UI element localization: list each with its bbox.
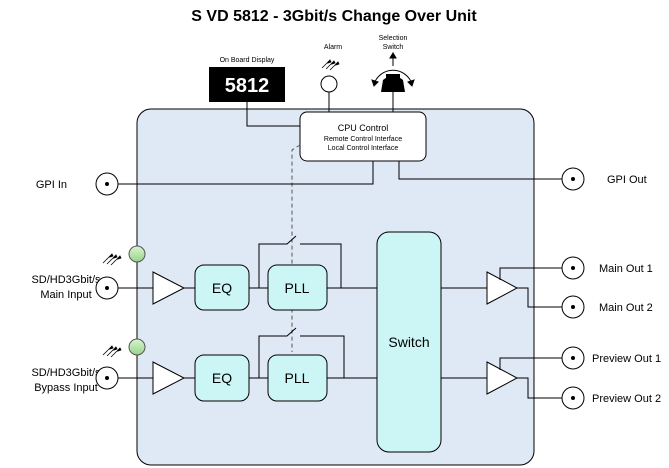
alarm: Alarm — [320, 44, 342, 112]
preview-output-path: Preview Out 1 Preview Out 2 — [441, 346, 661, 410]
preview-out-2-label: Preview Out 2 — [592, 393, 661, 405]
gpi-in-connector-dot — [105, 182, 109, 186]
cpu-control-title: CPU Control — [338, 123, 389, 133]
main-out-1-connector-dot — [571, 266, 575, 270]
cpu-control-box — [299, 111, 427, 162]
cpu-control-line-2: Local Control Interface — [328, 145, 399, 152]
main-input-connector-dot — [105, 286, 109, 290]
gpi-out-label: GPI Out — [607, 174, 647, 186]
switch-label: Switch — [388, 334, 429, 350]
bypass-input-label-2: Bypass Input — [34, 382, 98, 394]
bypass-pll-bypass-right — [300, 335, 345, 378]
main-out-1-line — [499, 267, 562, 280]
main-out-2-label: Main Out 2 — [599, 302, 653, 314]
cpu-control: CPU Control Remote Control Interface Loc… — [299, 111, 427, 162]
bypass-pll-label: PLL — [285, 370, 310, 386]
bypass-pll-bypass — [258, 327, 297, 378]
selection-switch-label-2: Switch — [383, 44, 404, 51]
preview-out-1-connector-dot — [571, 356, 575, 360]
main-pll-label: PLL — [285, 280, 310, 296]
main-out-1-label: Main Out 1 — [599, 263, 653, 275]
preview-output-amp-icon — [486, 361, 519, 395]
gpi-in-line — [118, 161, 374, 185]
diagram-title: S VD 5812 - 3Gbit/s Change Over Unit — [191, 8, 477, 25]
onboard-display-caption: On Board Display — [220, 57, 275, 64]
switch-arrows-icon — [371, 52, 415, 87]
main-input-amp-icon — [152, 271, 186, 305]
alarm-label: Alarm — [324, 44, 342, 51]
alarm-rays-icon — [321, 59, 340, 71]
bypass-input-label-1: SD/HD3Gbit/s — [31, 367, 101, 379]
gpi-out: GPI Out — [398, 161, 647, 191]
bypass-input-amp-icon — [152, 361, 186, 395]
main-input-led-icon — [128, 245, 146, 263]
bypass-input-led-icon — [128, 338, 146, 356]
main-input-label-1: SD/HD3Gbit/s — [31, 274, 101, 286]
gpi-in-label: GPI In — [36, 179, 67, 191]
main-output-amp-icon — [486, 271, 519, 305]
bypass-input-connector-dot — [105, 376, 109, 380]
onboard-display-value: 5812 — [225, 75, 270, 97]
preview-out-2-connector-dot — [571, 396, 575, 400]
bypass-input-path: SD/HD3Gbit/s Bypass Input EQ PLL — [31, 327, 377, 402]
cpu-control-dashed-line — [291, 144, 301, 352]
bypass-eq-label: EQ — [212, 370, 232, 386]
cpu-control-line-1: Remote Control Interface — [324, 136, 402, 143]
main-out-2-line — [517, 287, 562, 308]
selection-switch-label-1: Selection — [379, 35, 408, 42]
main-output-path: Main Out 1 Main Out 2 — [441, 256, 653, 319]
main-pll-bypass-right — [300, 243, 342, 288]
preview-out-1-line — [499, 357, 562, 370]
switch-block — [376, 231, 442, 453]
bypass-signal-rays-icon — [102, 345, 122, 358]
main-pll-bypass — [258, 235, 297, 288]
preview-out-1-label: Preview Out 1 — [592, 353, 661, 365]
alarm-led-icon — [320, 75, 338, 93]
gpi-out-connector-dot — [571, 177, 575, 181]
main-input-label-2: Main Input — [40, 289, 91, 301]
main-eq-label: EQ — [212, 280, 232, 296]
main-signal-rays-icon — [102, 253, 122, 266]
selection-switch-base — [386, 74, 400, 82]
selection-switch: Selection Switch — [371, 35, 415, 112]
preview-out-2-line — [517, 377, 562, 399]
gpi-out-line — [398, 161, 562, 180]
main-input-path: SD/HD3Gbit/s Main Input EQ PLL — [31, 235, 377, 311]
onboard-display-screen — [209, 67, 285, 102]
gpi-in: GPI In — [36, 161, 374, 196]
main-out-2-connector-dot — [571, 305, 575, 309]
onboard-display: On Board Display 5812 — [209, 57, 300, 127]
display-connector — [246, 102, 300, 127]
